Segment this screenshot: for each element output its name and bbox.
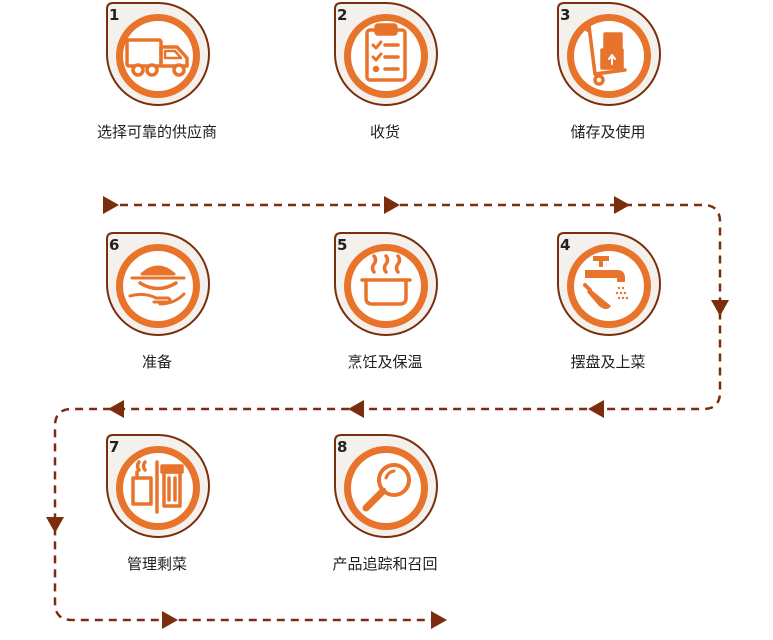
step-badge (334, 2, 438, 106)
arrow-right-4 (162, 611, 178, 629)
arrow-left-1 (588, 400, 604, 418)
step-badge (334, 434, 438, 538)
arrow-down-1 (711, 300, 729, 316)
step-badge (106, 2, 210, 106)
step-label: 管理剩菜 (126, 555, 187, 573)
step-badge (557, 2, 661, 106)
step-number: 3 (560, 6, 571, 24)
arrow-right-1 (103, 196, 119, 214)
arrow-right-3 (614, 196, 630, 214)
delivery-truck-icon (125, 38, 189, 77)
served-dish-hand-icon (128, 265, 186, 306)
step-number: 6 (109, 236, 120, 254)
flow-path (53, 203, 722, 622)
step-label: 选择可靠的供应商 (96, 123, 217, 141)
arrow-right-2 (384, 196, 400, 214)
step-label: 产品追踪和召回 (332, 555, 438, 573)
arrow-left-2 (348, 400, 364, 418)
arrow-left-3 (108, 400, 124, 418)
steaming-pot-icon (360, 254, 412, 306)
arrow-down-2 (46, 517, 64, 533)
step-badge (334, 232, 438, 336)
step-number: 2 (337, 6, 348, 24)
step-badge (106, 232, 210, 336)
step-label: 收货 (369, 123, 400, 141)
faucet-knife-icon (583, 256, 629, 309)
step-label: 摆盘及上菜 (570, 353, 646, 371)
hand-trolley-box-icon (584, 24, 627, 86)
trash-bin-icon (131, 460, 184, 514)
arrow-right-5 (431, 611, 447, 629)
step-number: 7 (109, 438, 120, 456)
step-number: 4 (560, 236, 571, 254)
step-number: 8 (337, 438, 348, 456)
step-badge (106, 434, 210, 538)
step-label: 储存及使用 (570, 123, 646, 141)
step-label: 烹饪及保温 (347, 353, 423, 371)
step-label: 准备 (141, 353, 172, 371)
clipboard-checklist-icon (365, 23, 407, 82)
step-number: 5 (337, 236, 348, 254)
step-number: 1 (109, 6, 120, 24)
step-badge (557, 232, 661, 336)
magnifying-glass-icon (362, 463, 411, 512)
